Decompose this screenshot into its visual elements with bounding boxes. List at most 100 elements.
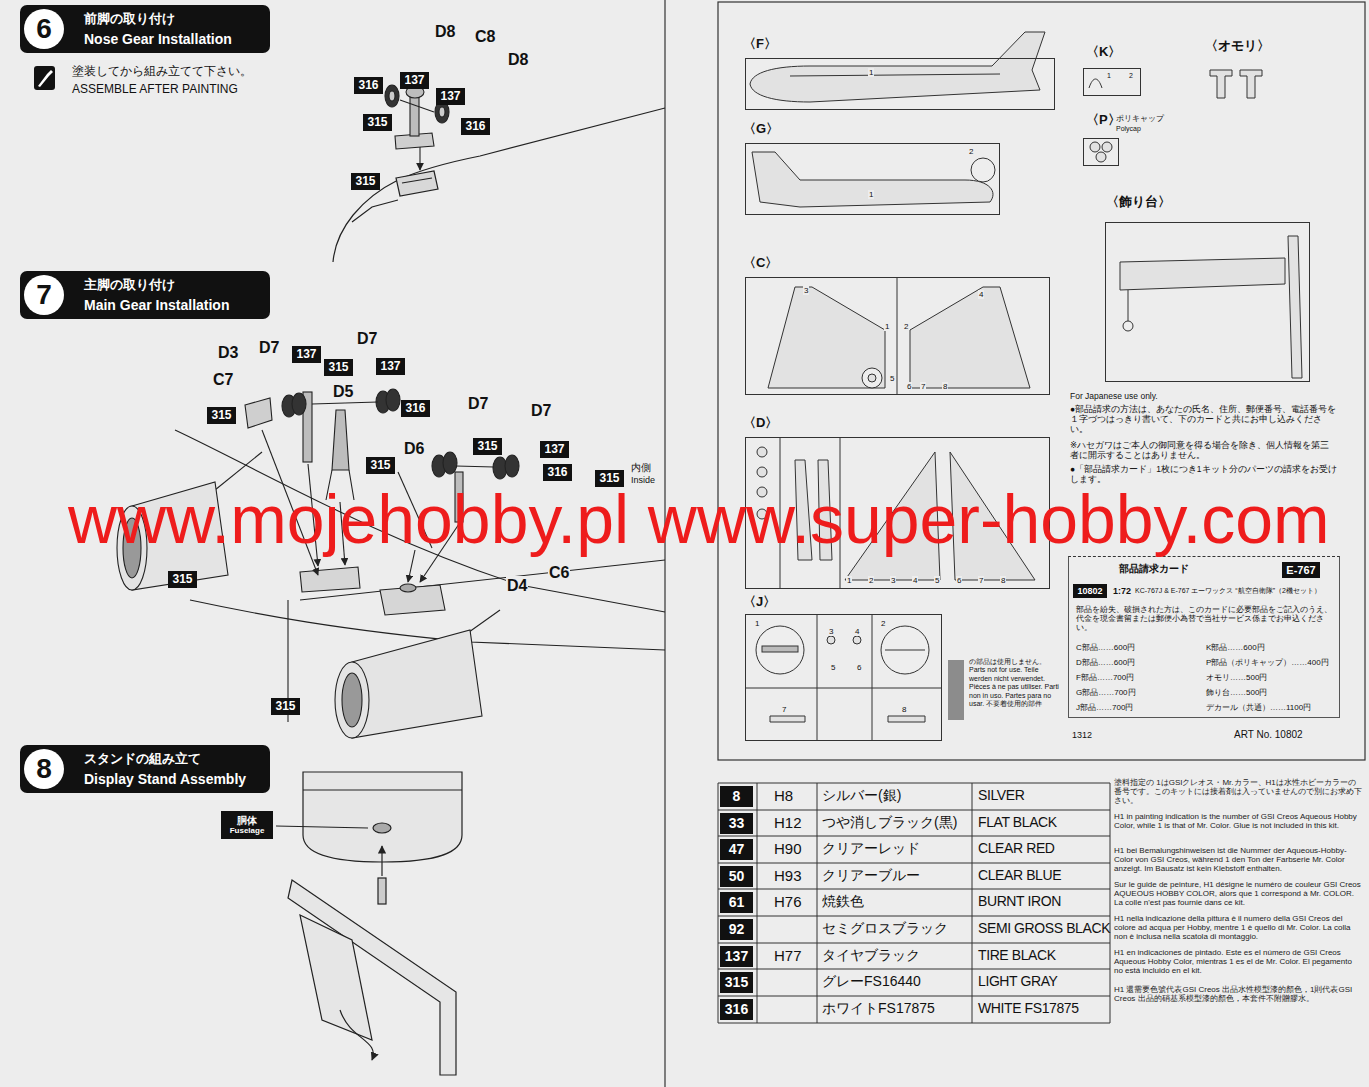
display-stand: [340, 1010, 373, 1060]
sprue-parts: [752, 152, 993, 207]
paint-callout: 315: [324, 359, 353, 376]
paint-callout: 315: [473, 438, 502, 455]
paint-callout: 316: [401, 400, 430, 417]
table-cell-en: FLAT BLACK: [978, 814, 1057, 831]
node-text: Display Stand Assembly: [84, 771, 246, 787]
main-gear: [443, 452, 457, 474]
nose-gear: [400, 100, 434, 112]
table-cell-en: TIRE BLACK: [978, 947, 1056, 964]
node-text: 137: [380, 360, 400, 374]
paint-table-grid: [718, 863, 1110, 864]
main-gear: [456, 466, 494, 467]
nose-section: [396, 171, 438, 196]
part-label: D3: [217, 343, 239, 362]
node-text: J部品……700円: [1076, 703, 1133, 712]
paint-icon: [34, 66, 55, 90]
table-cell: H8: [774, 787, 793, 805]
sprue-parts: [1288, 236, 1302, 378]
node-text: 315: [370, 459, 390, 473]
page-frame: [718, 2, 1365, 760]
node-text: 315: [477, 440, 497, 454]
node-text: 部品請求カード: [1119, 563, 1189, 575]
node-text: 315: [355, 175, 375, 189]
sprue-parts: [1096, 152, 1106, 162]
part-label: C8: [474, 27, 496, 46]
paint-callout: 315: [366, 457, 395, 474]
node-text: 〈D〉: [743, 416, 778, 431]
step-header: 主脚の取り付けMain Gear Installation7: [20, 271, 270, 319]
table-cell: グレーFS16440: [822, 973, 921, 990]
part-label: D8: [434, 22, 456, 41]
paint-icon: [38, 70, 53, 87]
node-text: 137: [296, 348, 316, 362]
wing-underside: [215, 452, 262, 490]
paint-table-grid: [972, 783, 973, 1023]
fuselage-section: [276, 826, 368, 828]
paint-note: H1 nella indicazione della pittura è il …: [1114, 914, 1362, 942]
node-text: 315: [367, 116, 387, 130]
part-label: C7: [212, 370, 234, 389]
main-gear: [408, 550, 415, 582]
note-text: 1312: [1072, 730, 1092, 741]
step-number-text: 6: [36, 13, 52, 45]
sprue-parts: [1123, 321, 1133, 331]
node-text: 315: [599, 472, 619, 486]
paint-number: 61: [720, 892, 753, 913]
node-text: 胴体: [237, 815, 257, 827]
paint-callout: 315: [168, 571, 197, 588]
nose-gear: [389, 91, 395, 101]
node-text: P部品（ポリキャップ）……400円: [1206, 658, 1329, 667]
paint-table-grid: [817, 783, 818, 1023]
node-text: 137: [440, 90, 460, 104]
part-number: 2: [868, 576, 874, 585]
main-gear: [292, 393, 306, 415]
paint-table-grid: [718, 836, 1110, 837]
paint-number: 33: [720, 813, 753, 834]
node-text: 316: [465, 120, 485, 134]
paint-note: 塗料指定の 1はGSIクレオス・Mr.カラー、H1は水性ホビーカラーの番号です。…: [1114, 778, 1362, 806]
gear-bay: [380, 585, 445, 615]
table-cell-en: CLEAR RED: [978, 840, 1055, 857]
part-number: 2: [968, 147, 974, 156]
sprue-frame: 〈C〉31245678: [745, 277, 1050, 395]
node-text: 315: [275, 700, 295, 714]
paint-callout: 315: [271, 698, 300, 715]
part-number: 6: [906, 382, 912, 391]
node-text: Main Gear Installation: [84, 297, 229, 313]
node-text: 315: [211, 409, 231, 423]
paint-table-grid: [718, 1023, 1110, 1024]
paint-number: 316: [720, 999, 753, 1020]
part-number: 7: [781, 705, 787, 714]
paint-number: 137: [720, 946, 753, 967]
node-text: 10802: [1077, 586, 1102, 596]
paint-callout: 137: [436, 88, 465, 105]
gear-bay: [400, 584, 416, 592]
node-text: Nose Gear Installation: [84, 31, 232, 47]
table-cell: H90: [774, 840, 802, 858]
part-number: 3: [890, 576, 896, 585]
sprue-parts: [768, 287, 885, 388]
part-label: 内側: [630, 462, 652, 474]
sprue-frame: 〈飾り台〉: [1105, 222, 1310, 382]
sprue-parts: [762, 646, 798, 652]
step-number-text: 8: [36, 753, 52, 785]
sprue-parts: [872, 615, 873, 740]
main-gear: [386, 389, 400, 411]
paint-icon: [34, 66, 55, 90]
paint-table-grid: [718, 783, 1110, 1023]
node-text: スタンドの組み立て: [84, 752, 201, 767]
paint-table-grid: [718, 916, 1110, 917]
nose-gear: [419, 146, 420, 170]
node-text: Fuselage: [230, 826, 265, 835]
paint-callout: 137: [400, 72, 429, 89]
note-text: For Japanese use only.: [1070, 391, 1158, 401]
fuselage-section: [276, 772, 462, 862]
sprue-parts: [1102, 142, 1112, 152]
part-number: 6: [856, 663, 862, 672]
main-gear: [312, 402, 378, 404]
part-label: D5: [332, 382, 354, 401]
paint-callout: 137: [292, 346, 321, 363]
part-number: 3: [828, 627, 834, 636]
node-text: D部品……600円: [1076, 658, 1135, 667]
node-text: 315: [172, 573, 192, 587]
